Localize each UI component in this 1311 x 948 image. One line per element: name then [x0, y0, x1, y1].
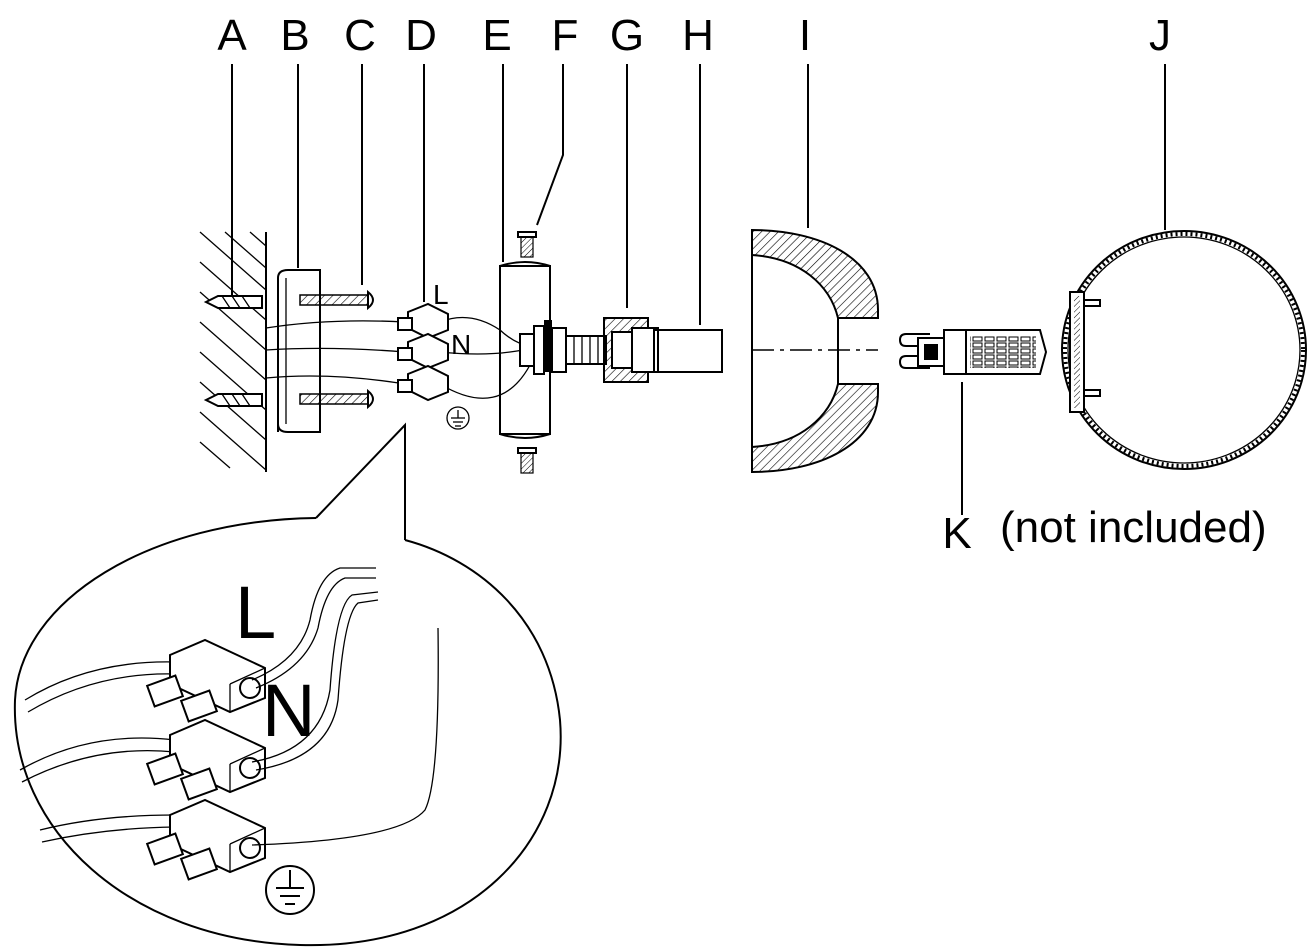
glass-globe-j: [1061, 230, 1307, 470]
shade-i: [751, 228, 879, 474]
terminal-block-detail: L N: [19, 567, 439, 881]
label-i: I: [799, 11, 811, 60]
wall-plug-a: [203, 295, 263, 407]
wire-label-n-detail: N: [262, 669, 315, 752]
screw-f-top: [517, 231, 537, 258]
leader-f: [536, 64, 564, 226]
label-g: G: [610, 11, 644, 60]
label-d: D: [405, 11, 437, 60]
not-included-note: (not included): [1000, 503, 1267, 552]
part-labels: A B C D E F G H I J K (not included): [217, 11, 1266, 558]
label-c: C: [344, 11, 376, 60]
wire-label-l-small: L: [433, 279, 449, 310]
threaded-nipple: [519, 325, 607, 375]
wire-label-l-detail: L: [235, 571, 276, 654]
terminal-block-d: L N: [397, 279, 471, 402]
screw-f-bottom: [517, 447, 537, 474]
earth-ground-icon-detail: [265, 865, 315, 915]
label-e: E: [482, 11, 511, 60]
label-f: F: [552, 11, 579, 60]
canopy-plate-e: [499, 261, 552, 439]
label-h: H: [682, 11, 714, 60]
label-a: A: [217, 11, 247, 60]
label-k: K: [942, 509, 971, 558]
mounting-bracket-b: [277, 269, 321, 433]
g9-bulb-k: [898, 329, 1048, 375]
holder-sleeve-h: [653, 329, 723, 373]
label-b: B: [280, 11, 309, 60]
zoom-callout: [13, 422, 562, 947]
label-j: J: [1149, 11, 1171, 60]
lamp-holder-g: [603, 317, 659, 383]
wire-label-n-small: N: [451, 329, 471, 360]
earth-ground-icon: [446, 406, 470, 430]
screws-c: [299, 289, 374, 410]
leader-lines: [231, 64, 1166, 515]
